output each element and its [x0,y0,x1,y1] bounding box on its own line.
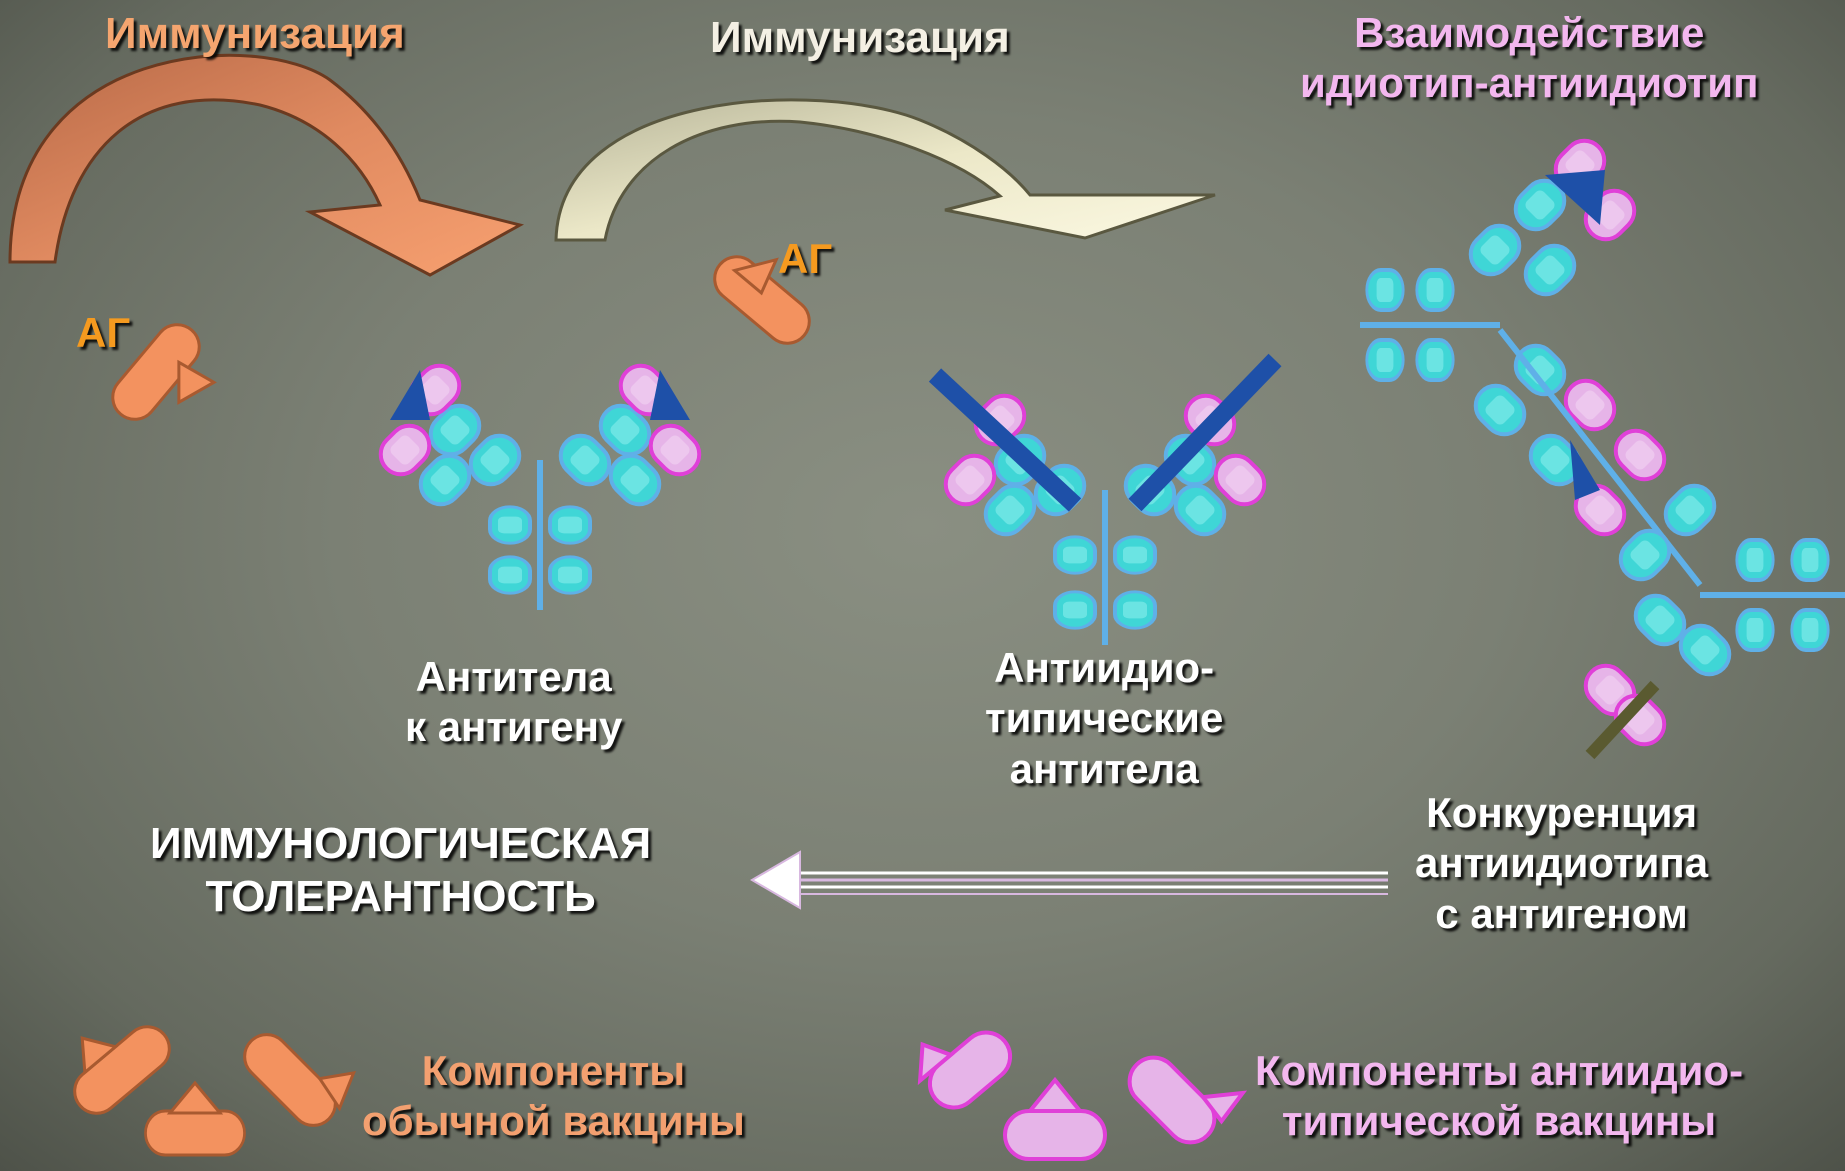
anti-idiotypic-label-line3: антитела [985,744,1223,794]
antigen-label-middle: АГ [778,234,832,284]
idiotype-anti-idiotype-complex [1360,132,1845,755]
anti-idiotypic-vaccine-components [903,1003,1246,1159]
interaction-label-line1: Взаимодействие [1300,8,1758,58]
antibodies-label-line2: к антигену [405,702,622,752]
tolerance-label-line2: ТОЛЕРАНТНОСТЬ [150,871,651,924]
antibodies-label: Антитела к антигену [405,652,622,753]
competition-label-line1: Конкуренция [1415,788,1708,838]
immunization-arrow-1 [10,55,520,275]
competition-label-line2: антиидиотипа [1415,838,1708,888]
conventional-vaccine-label-line1: Компоненты [362,1046,745,1096]
competition-label: Конкуренция антиидиотипа с антигеном [1415,788,1708,939]
tolerance-label-line1: ИММУНОЛОГИЧЕСКАЯ [150,818,651,871]
interaction-label: Взаимодействие идиотип-антиидиотип [1300,8,1758,109]
anti-idiotypic-vaccine-label-line1: Компоненты антиидио- [1255,1046,1743,1096]
competition-label-line3: с антигеном [1415,889,1708,939]
anti-idiotypic-antibody [935,360,1275,645]
tolerance-arrow [752,852,1388,908]
conventional-vaccine-label-line2: обычной вакцины [362,1096,745,1146]
antibodies-label-line1: Антитела [405,652,622,702]
antibody-to-antigen [372,357,707,610]
immunization-label-1: Иммунизация [105,8,405,61]
conventional-vaccine-components [48,996,365,1155]
tolerance-label: ИММУНОЛОГИЧЕСКАЯ ТОЛЕРАНТНОСТЬ [150,818,651,924]
anti-idiotypic-label-line2: типические [985,693,1223,743]
immunization-label-2: Иммунизация [710,12,1010,65]
anti-idiotypic-vaccine-label-line2: типической вакцины [1255,1096,1743,1146]
interaction-label-line2: идиотип-антиидиотип [1300,58,1758,108]
conventional-vaccine-label: Компоненты обычной вакцины [362,1046,745,1147]
anti-idiotypic-vaccine-label: Компоненты антиидио- типической вакцины [1255,1046,1743,1147]
anti-idiotypic-label: Антиидио- типические антитела [985,643,1223,794]
immunization-arrow-2 [556,100,1215,240]
antigen-label-left: АГ [76,308,130,358]
anti-idiotypic-label-line1: Антиидио- [985,643,1223,693]
